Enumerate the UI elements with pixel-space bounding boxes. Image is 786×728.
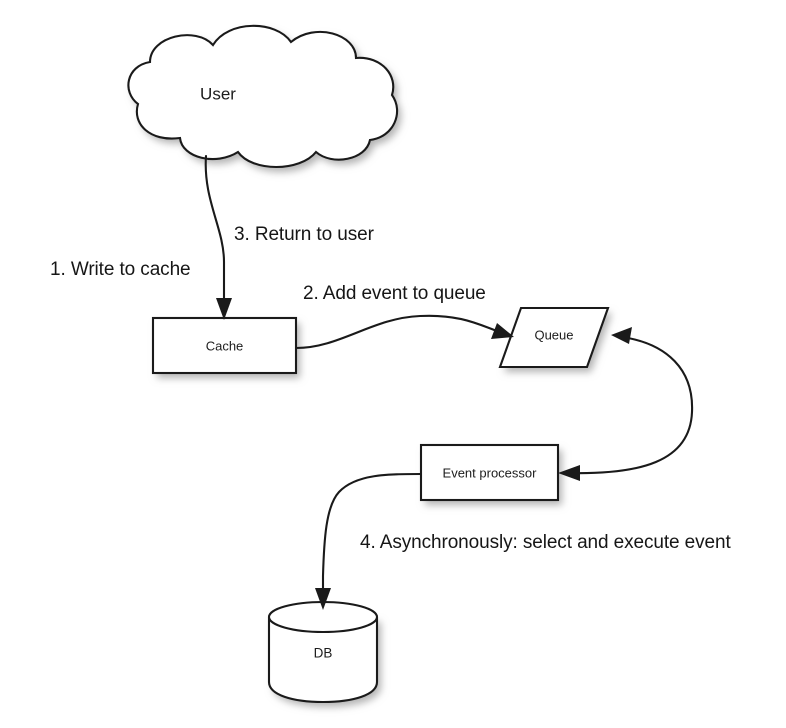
edge-label-async-select-execute: 4. Asynchronously: select and execute ev…: [360, 532, 731, 553]
edge-user-to-cache[interactable]: [204, 154, 232, 320]
edge-event-processor-to-db-line: [321, 472, 423, 598]
db-body-outline: [267, 617, 379, 704]
cloud-shape: [128, 25, 398, 167]
edge-event-processor-to-queue-line: [563, 336, 694, 475]
event-processor-outline: [419, 443, 560, 502]
edge-cache-to-queue-arrowhead: [491, 323, 514, 339]
edge-label-write-to-cache: 1. Write to cache: [50, 259, 191, 280]
edge-user-to-cache-line: [204, 154, 226, 310]
edge-event-processor-to-queue-arrowhead: [611, 327, 632, 344]
node-db-label: DB: [314, 646, 333, 661]
edge-queue-to-event-processor[interactable]: [558, 465, 580, 481]
node-cache-label: Cache: [206, 338, 244, 353]
edge-cache-to-queue-line: [294, 314, 499, 350]
node-user-label: User: [200, 84, 236, 103]
cache-shape: [153, 318, 296, 373]
edge-user-to-cache-arrowhead: [216, 298, 232, 320]
node-queue[interactable]: Queue: [498, 306, 610, 369]
edge-event-processor-to-db[interactable]: [315, 472, 423, 610]
db-body-shape: [269, 617, 377, 702]
edge-label-return-to-user: 3. Return to user: [234, 224, 374, 245]
db-top-fill: [269, 602, 377, 632]
cloud-outline: [127, 24, 399, 169]
edge-label-add-event-to-queue: 2. Add event to queue: [303, 283, 486, 304]
node-event-processor-label: Event processor: [443, 465, 538, 480]
queue-outline: [498, 306, 610, 369]
edge-queue-to-event-processor-arrowhead: [558, 465, 580, 481]
edge-event-processor-to-queue[interactable]: [563, 327, 694, 475]
node-queue-label: Queue: [534, 327, 573, 342]
node-user[interactable]: User: [127, 24, 399, 169]
node-event-processor[interactable]: Event processor: [419, 443, 560, 502]
node-db[interactable]: DB: [267, 600, 379, 704]
node-cache[interactable]: Cache: [151, 316, 298, 375]
event-processor-shape: [421, 445, 558, 500]
edge-event-processor-to-db-arrowhead: [315, 588, 331, 610]
edge-cache-to-queue[interactable]: [294, 314, 514, 350]
queue-shape: [500, 308, 608, 367]
